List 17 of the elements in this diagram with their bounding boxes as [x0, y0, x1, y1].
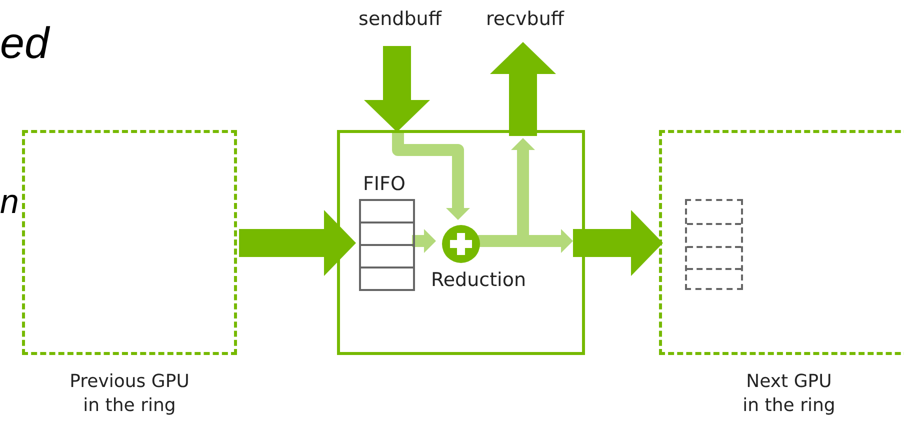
gpu-caption: Next GPU in the ring: [742, 370, 836, 418]
reduction-label: Reduction: [431, 269, 526, 292]
buffer-label: recvbuff: [485, 8, 566, 31]
fifo-buffer-outline: [685, 199, 743, 290]
flow-arrow: [412, 229, 436, 253]
block-arrow: [573, 210, 663, 276]
slide-text-fragment: n: [0, 184, 19, 222]
gpu-caption: Previous GPU in the ring: [68, 370, 190, 418]
block-arrow: [239, 210, 356, 276]
gpu-box: [337, 130, 585, 355]
block-arrow: [364, 46, 430, 132]
gpu-box: [22, 130, 237, 355]
flow-arrow: [392, 133, 470, 220]
fifo-label: FIFO: [363, 173, 406, 196]
buffer-label: sendbuff: [358, 8, 443, 31]
slide-text-fragment: ed: [0, 20, 49, 68]
block-arrow: [490, 42, 556, 136]
